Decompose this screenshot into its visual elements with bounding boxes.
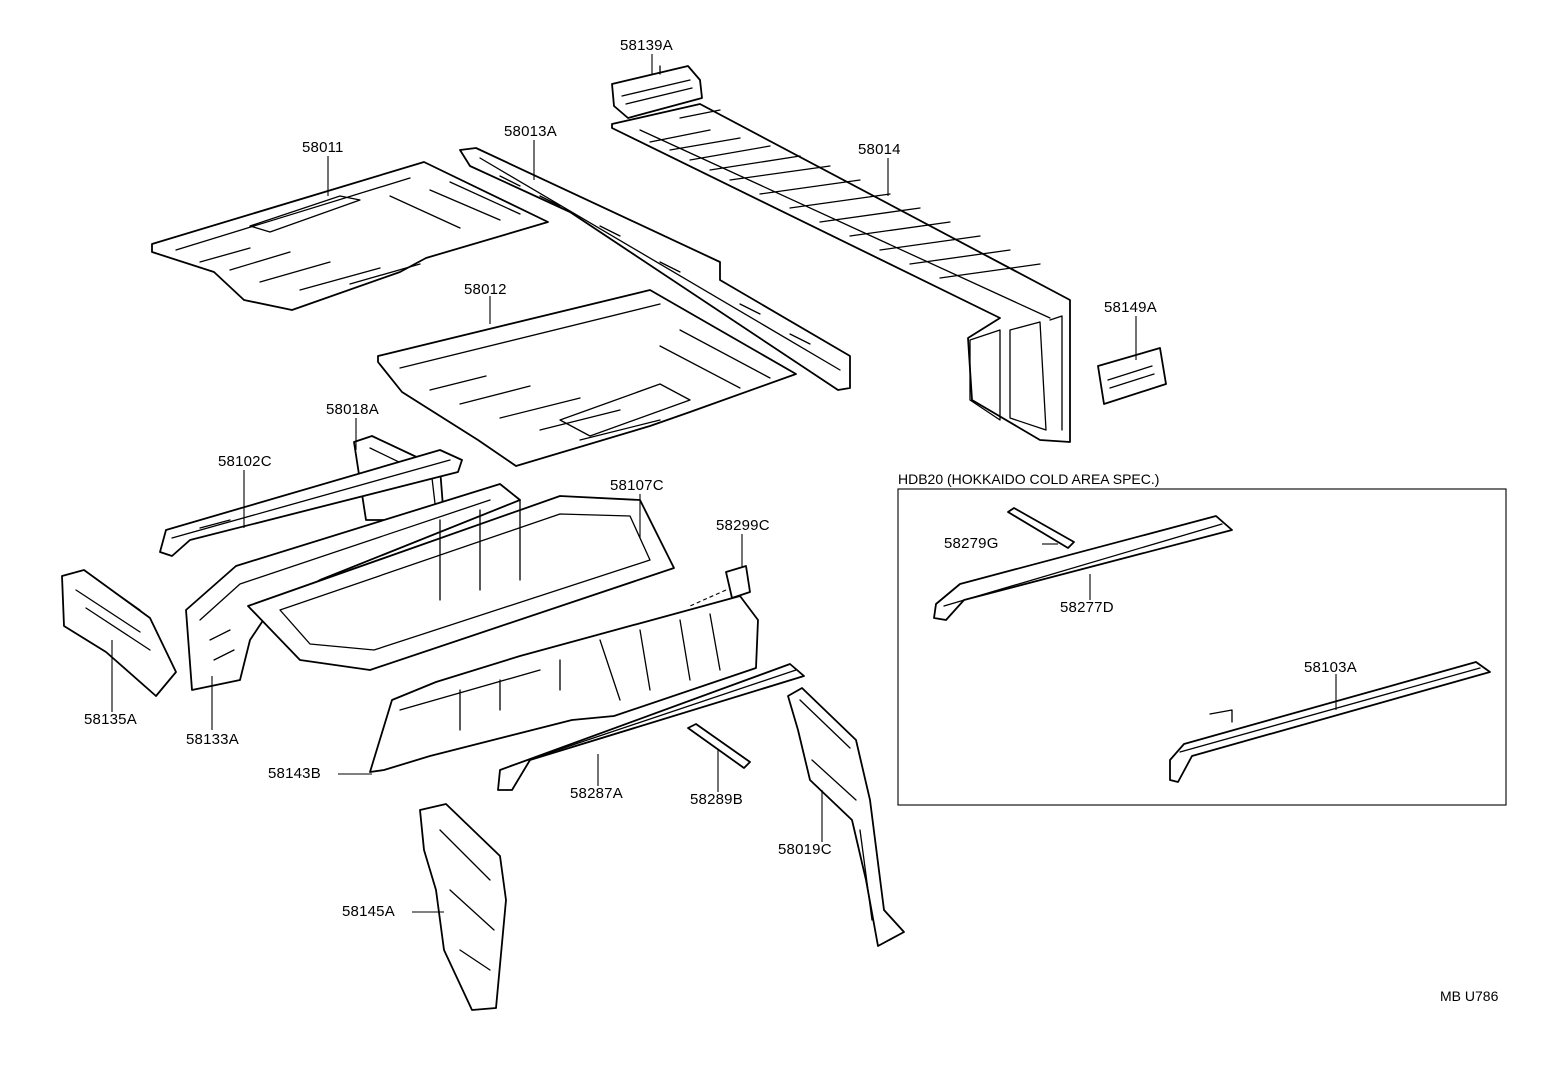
part-58279G: [1007, 507, 1075, 549]
label-58149A: 58149A: [1104, 299, 1157, 316]
label-58133A: 58133A: [186, 731, 239, 748]
part-58012: [377, 289, 797, 467]
label-58287A: 58287A: [570, 785, 623, 802]
label-58277D: 58277D: [1060, 599, 1114, 616]
part-58143B: [369, 595, 759, 773]
part-58149A: [1097, 347, 1167, 405]
label-58107C: 58107C: [610, 477, 664, 494]
part-58145A: [419, 803, 507, 1011]
part-58019C: [787, 687, 905, 947]
part-58107C: [247, 495, 675, 671]
part-58299C: [689, 565, 751, 607]
label-58011: 58011: [302, 139, 344, 156]
part-58014: [611, 103, 1071, 443]
label-58145A: 58145A: [342, 903, 395, 920]
section-title: HDB20 (HOKKAIDO COLD AREA SPEC.): [898, 471, 1160, 487]
label-58012: 58012: [464, 281, 507, 298]
part-58139A: [611, 65, 703, 119]
part-58013A: [459, 147, 851, 391]
label-58018A: 58018A: [326, 401, 379, 418]
label-58135A: 58135A: [84, 711, 137, 728]
part-58135A: [61, 569, 177, 697]
label-58014: 58014: [858, 141, 901, 158]
part-58011: [151, 161, 549, 311]
part-58102C: [159, 449, 463, 557]
label-58013A: 58013A: [504, 123, 557, 140]
label-58289B: 58289B: [690, 791, 743, 808]
label-58102C: 58102C: [218, 453, 272, 470]
part-58103A: [1169, 661, 1491, 783]
hdb20-section-box: [897, 488, 1507, 806]
label-58139A: 58139A: [620, 37, 673, 54]
diagram-code: MB U786: [1440, 988, 1499, 1004]
label-58279G: 58279G: [944, 535, 999, 552]
part-58287A: [497, 663, 805, 791]
label-58019C: 58019C: [778, 841, 832, 858]
label-58299C: 58299C: [716, 517, 770, 534]
label-58143B: 58143B: [268, 765, 321, 782]
part-58277D: [933, 515, 1233, 621]
leader-lines: [111, 54, 1337, 913]
part-58289B: [687, 723, 751, 769]
label-58103A: 58103A: [1304, 659, 1357, 676]
